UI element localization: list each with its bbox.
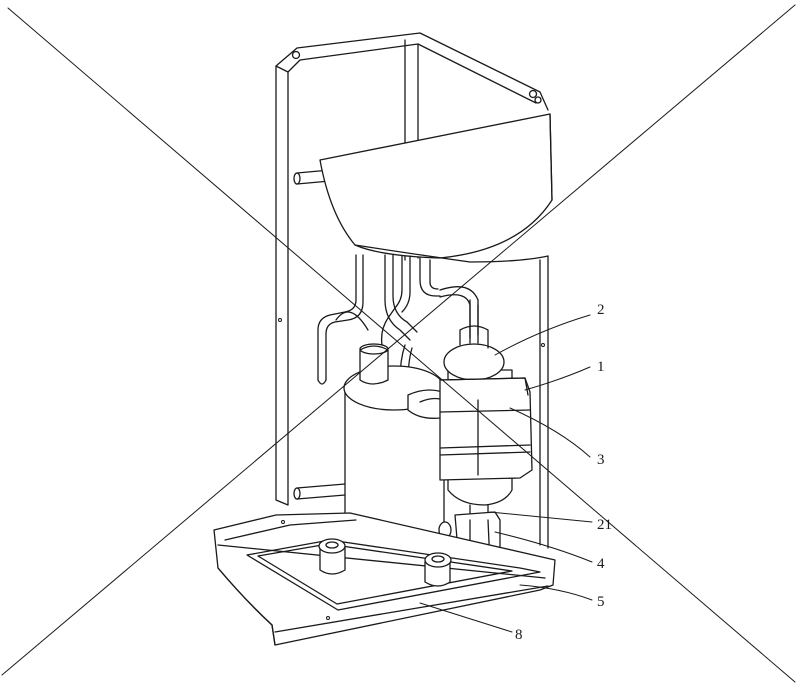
label-5: 5 bbox=[597, 594, 605, 610]
label-4: 4 bbox=[597, 556, 605, 572]
support-rods bbox=[293, 169, 346, 500]
cross-out-lines bbox=[1, 4, 796, 683]
label-1: 1 bbox=[597, 359, 605, 375]
reference-numerals: 2 1 3 21 4 5 8 bbox=[515, 302, 612, 643]
top-shroud bbox=[319, 113, 553, 263]
base-pan bbox=[213, 512, 556, 646]
label-2: 2 bbox=[597, 302, 605, 318]
label-3: 3 bbox=[597, 452, 605, 468]
leader-lines bbox=[419, 314, 593, 633]
label-8: 8 bbox=[515, 627, 523, 643]
accumulator bbox=[439, 299, 533, 521]
label-21: 21 bbox=[597, 517, 612, 533]
compressor-feet bbox=[318, 538, 452, 587]
